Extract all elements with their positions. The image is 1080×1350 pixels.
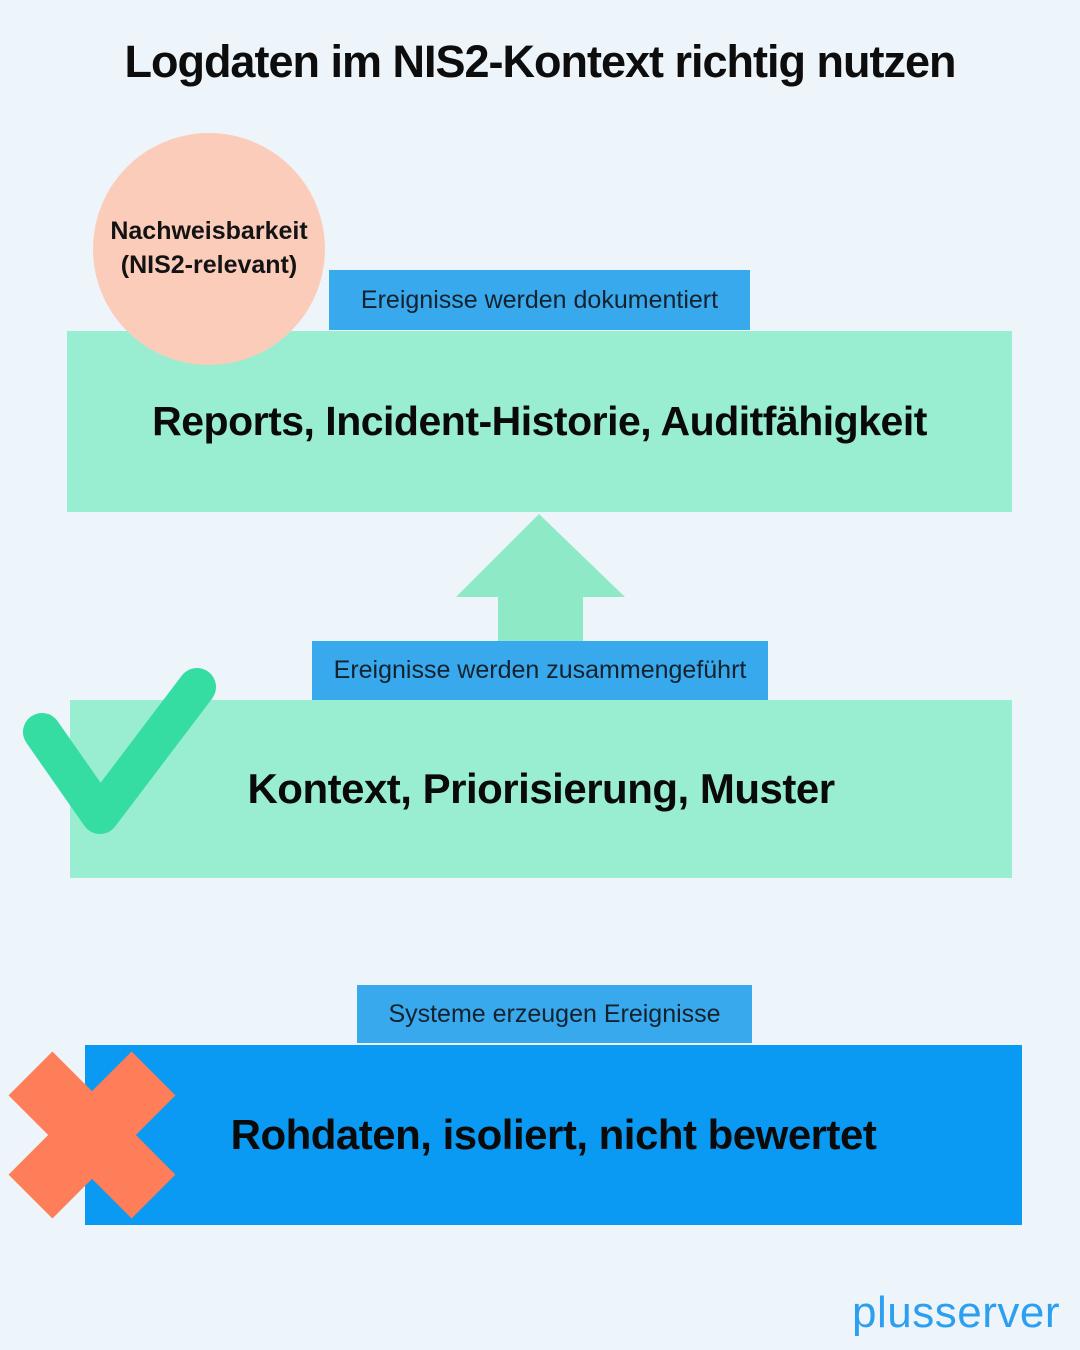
brand-logo: plusserver (852, 1288, 1060, 1337)
x-icon (8, 1051, 176, 1219)
nachweisbarkeit-badge: Nachweisbarkeit (NIS2-relevant) (93, 133, 325, 365)
checkmark-icon (23, 668, 216, 834)
page-title: Logdaten im NIS2-Kontext richtig nutzen (124, 36, 956, 87)
badge-text: Nachweisbarkeit (NIS2-relevant) (110, 217, 308, 279)
stage-box-reports: Reports, Incident-Historie, Auditfähigke… (67, 331, 1012, 512)
step-label-dokumentiert: Ereignisse werden dokumentiert (329, 270, 750, 330)
arrow-up-icon (456, 514, 625, 642)
stage-box-rohdaten: Rohdaten, isoliert, nicht bewertet (85, 1045, 1022, 1225)
stage-box-kontext: Kontext, Priorisierung, Muster (70, 700, 1012, 878)
step-label-systeme: Systeme erzeugen Ereignisse (357, 985, 752, 1043)
step-label-zusammengefuehrt: Ereignisse werden zusammengeführt (312, 641, 768, 700)
